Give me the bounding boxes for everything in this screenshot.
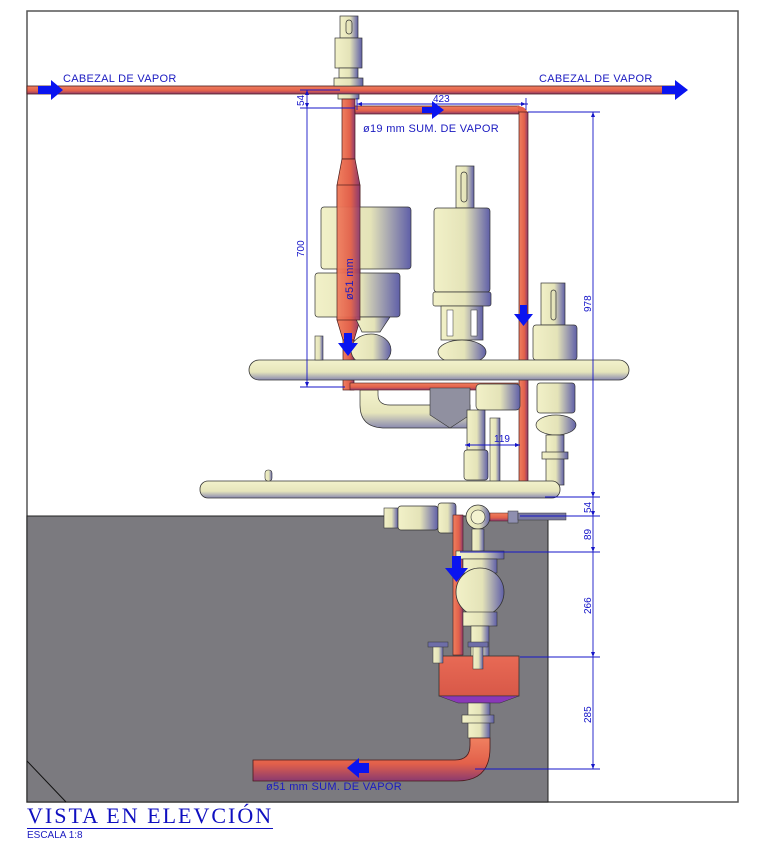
dim-54-top: 54 [296, 94, 307, 106]
center-actuator [432, 165, 492, 365]
steam-header-pipe [26, 85, 678, 95]
scale-label: ESCALA 1:8 [27, 830, 83, 841]
dimension-lines [300, 89, 600, 770]
label-header-right: CABEZAL DE VAPOR [539, 73, 653, 85]
dim-423: 423 [433, 94, 450, 105]
view-title: VISTA EN ELEVCIÓN [27, 803, 274, 829]
pressure-valve-assembly [383, 502, 567, 552]
top-valve-actuator [333, 15, 364, 100]
lower-pipe-plug [264, 469, 273, 482]
arrow-down-icon [445, 556, 468, 582]
dim-285: 285 [583, 706, 594, 723]
label-supply-51-vertical: ø51 mm [344, 258, 356, 300]
mid-piping [349, 382, 521, 494]
arrow-down-icon [338, 333, 358, 356]
dim-266: 266 [583, 597, 594, 614]
label-supply-19: ø19 mm SUM. DE VAPOR [363, 123, 499, 135]
label-header-left: CABEZAL DE VAPOR [63, 73, 177, 85]
tank-valve-right [467, 641, 489, 670]
arrow-right-icon [422, 101, 444, 119]
upper-product-pipe [248, 359, 630, 381]
right-actuator [532, 282, 578, 486]
supply-51-overlay [336, 184, 361, 321]
arrow-right-icon [662, 80, 688, 100]
wall-diagonal [26, 760, 67, 803]
title-block: VISTA EN ELEVCIÓN ESCALA 1:8 [27, 803, 274, 841]
dim-119: 119 [494, 434, 510, 445]
dim-700: 700 [296, 240, 307, 257]
arrow-right-icon [38, 80, 63, 100]
small-fitting [314, 335, 324, 361]
tank-valve-left [427, 641, 449, 664]
dim-54-right: 54 [583, 501, 594, 513]
arrow-left-icon [347, 758, 369, 778]
outlet-51-pipe [252, 737, 491, 782]
flow-arrows [38, 80, 688, 778]
dimension-arrowheads [305, 90, 595, 769]
condensate-tank [427, 641, 520, 739]
label-supply-51-bottom: ø51 mm SUM. DE VAPOR [266, 781, 402, 793]
dim-89: 89 [583, 528, 594, 540]
lower-product-pipe [199, 480, 561, 499]
dim-978: 978 [583, 295, 594, 312]
arrow-down-icon [514, 305, 533, 326]
